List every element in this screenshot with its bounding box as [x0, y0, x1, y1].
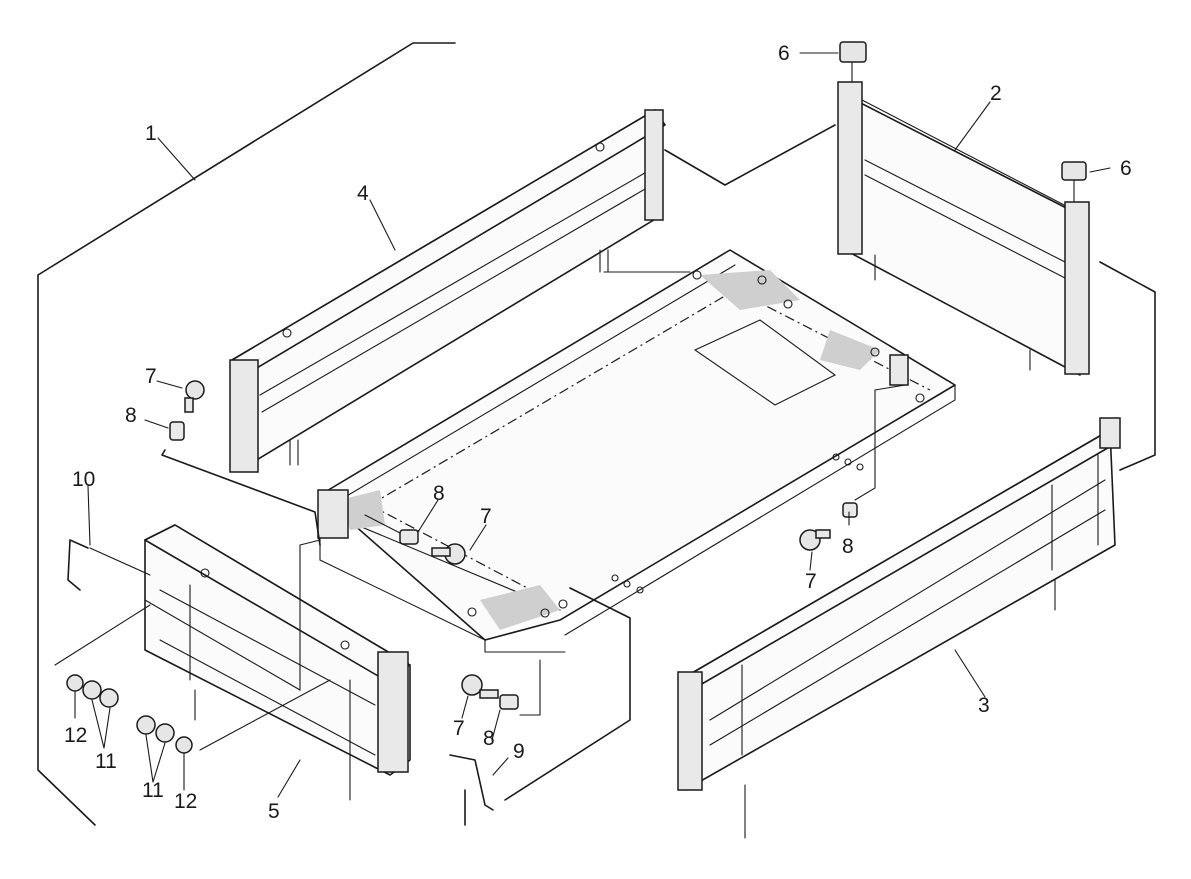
- hitch-pin-10: [67, 539, 151, 591]
- nuts-and-washers: [54, 539, 331, 754]
- front-gate: [229, 109, 691, 473]
- callout-8-center: 8: [433, 482, 445, 505]
- callout-2: 2: [990, 82, 1002, 105]
- deck-frame: [317, 249, 956, 653]
- assembly-bracket: [37, 42, 456, 826]
- spring-upper-left: [161, 421, 321, 546]
- knob-bolt-bottom: [461, 674, 499, 699]
- callout-10: 10: [72, 468, 95, 491]
- callout-6-left: 6: [778, 42, 790, 65]
- left-side-panel: [144, 524, 411, 801]
- callout-8-bottom: 8: [483, 727, 495, 750]
- callout-11-left: 11: [95, 750, 117, 773]
- callout-11-right: 11: [142, 779, 164, 802]
- callout-7-right: 7: [805, 570, 817, 593]
- callout-5: 5: [268, 800, 280, 823]
- callout-labels: 1 2 3 4 5 6 6 7 7 7 7 8 8 8 8 9 10 11 11…: [64, 42, 1132, 823]
- callout-3: 3: [978, 694, 990, 717]
- callout-7-bottom: 7: [453, 717, 465, 740]
- callout-7-upper-left: 7: [145, 365, 157, 388]
- callout-9: 9: [513, 740, 525, 763]
- knob-bolt-upper-left: [184, 380, 205, 413]
- leader-lines: [74, 52, 1111, 798]
- spring-right: [842, 384, 906, 518]
- hitch-pin-9: [449, 587, 631, 826]
- callout-12-left: 12: [64, 724, 87, 747]
- callout-6-right: 6: [1120, 157, 1132, 180]
- callout-4: 4: [357, 182, 369, 205]
- knob-bolt-center: [431, 543, 466, 565]
- callout-1: 1: [145, 122, 157, 145]
- callout-7-center: 7: [480, 505, 492, 528]
- spring-bottom: [499, 659, 541, 716]
- callout-12-right: 12: [174, 790, 197, 813]
- right-side-panel: [677, 261, 1156, 839]
- spring-center: [364, 514, 419, 545]
- callout-8-upper-left: 8: [125, 404, 137, 427]
- rear-gate: [664, 41, 1090, 376]
- knob-bolt-right: [799, 529, 831, 551]
- callout-8-right: 8: [842, 535, 854, 558]
